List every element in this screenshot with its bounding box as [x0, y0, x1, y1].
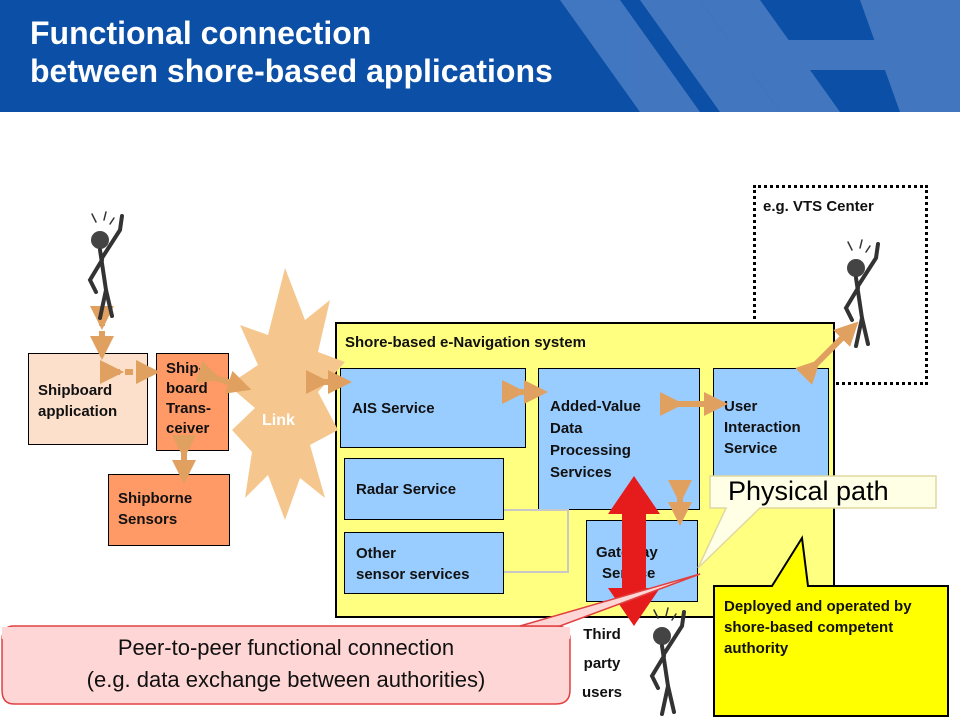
radar-service-box — [344, 458, 504, 520]
shipboard-transceiver-label: Ship- board Trans- ceiver — [166, 360, 212, 437]
ais-service-box — [340, 368, 526, 448]
ais-service-label: AIS Service — [352, 400, 435, 417]
third-party-person-icon — [649, 607, 686, 716]
shipboard-application-label: Shipboard application — [38, 382, 118, 420]
page-title: Functional connection between shore-base… — [30, 14, 553, 90]
gateway-service-label: Gateway Service — [596, 544, 658, 582]
header-banner: Functional connection between shore-base… — [0, 0, 960, 112]
shipborne-sensors-label: Shipborne Sensors — [118, 490, 193, 528]
link-label: Link — [262, 412, 295, 429]
shore-system-label: Shore-based e-Navigation system — [345, 334, 586, 351]
added-value-services-label: Added-Value Data Processing Services — [550, 398, 641, 481]
shipborne-sensors-box — [108, 474, 230, 546]
radar-service-label: Radar Service — [356, 481, 457, 498]
title-line-2: between shore-based applications — [30, 53, 553, 89]
user-interaction-service-label: User Interaction Service — [724, 398, 801, 457]
peer-callout-text: Peer-to-peer functional connection (e.g.… — [86, 635, 486, 692]
other-sensor-services-box — [344, 532, 504, 594]
header-decoration — [560, 0, 960, 112]
other-sensor-services-label: Other sensor services — [356, 545, 470, 583]
physical-path-label: Physical path — [728, 476, 889, 506]
ship-person-icon — [87, 211, 124, 320]
user-interaction-service-box — [713, 368, 829, 480]
third-party-users-label: Third party users — [582, 626, 623, 701]
deployed-note-text: Deployed and operated by shore-based com… — [724, 598, 912, 657]
title-line-1: Functional connection — [30, 15, 372, 51]
vts-center-label: e.g. VTS Center — [763, 198, 874, 215]
